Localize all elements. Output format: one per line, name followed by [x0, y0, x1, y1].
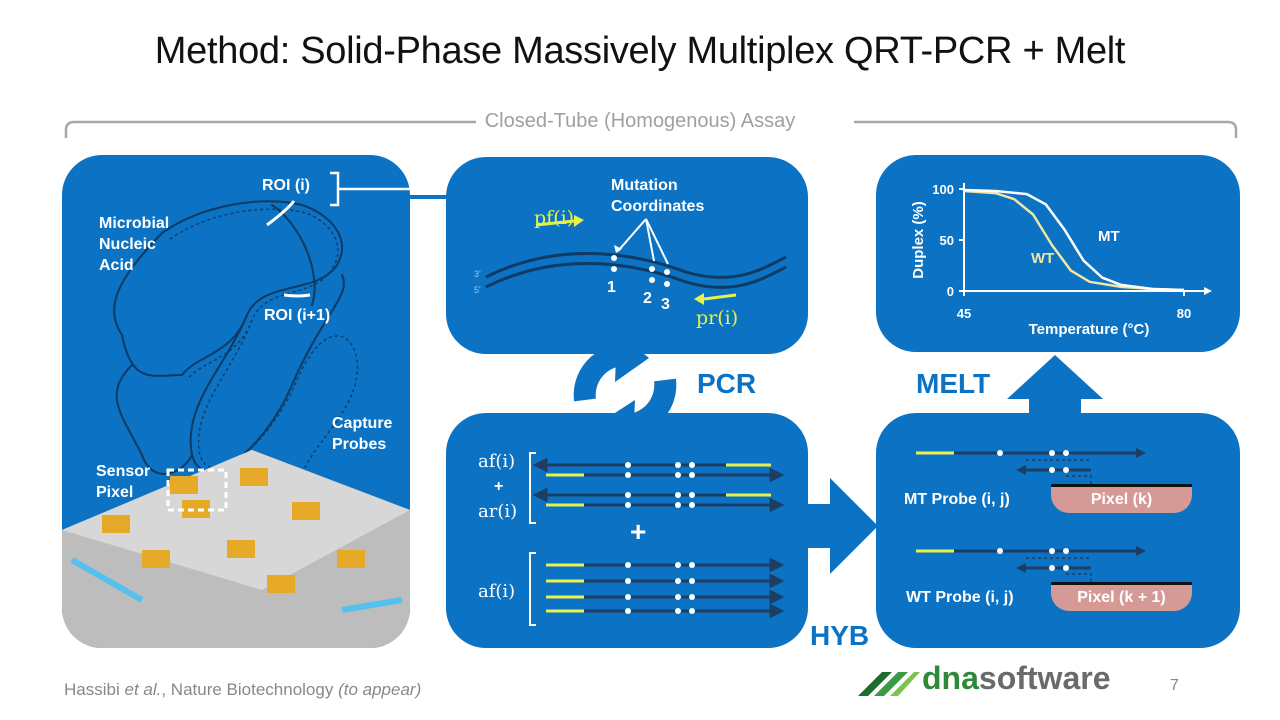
sensor-chip	[62, 450, 410, 648]
wt-probe-label: WT Probe (i, j)	[906, 589, 1014, 606]
mutation-site	[625, 594, 631, 600]
ar-label: ar(i)	[478, 501, 518, 522]
mutation-site	[689, 492, 695, 498]
sensor-pixel-label: Sensor Pixel	[96, 463, 151, 501]
logo-mark-icon	[858, 671, 920, 696]
y-axis-label: Duplex (%)	[910, 201, 927, 279]
mutation-site	[675, 462, 681, 468]
mutation-site	[689, 472, 695, 478]
citation-status: (to appear)	[338, 680, 422, 699]
y-tick-label: 50	[940, 233, 954, 248]
probe-strands	[916, 448, 1146, 583]
pixel-k1: Pixel (k + 1)	[1051, 582, 1192, 611]
mutation-site	[625, 562, 631, 568]
mutation-site	[675, 594, 681, 600]
pf-label: pf(i)	[534, 207, 575, 229]
melt-curve-mt	[963, 188, 1185, 292]
x-axis-arrow	[1204, 287, 1212, 295]
mutation-site	[689, 578, 695, 584]
mutation-site	[675, 472, 681, 478]
y-tick-label: 100	[932, 182, 954, 197]
pcr-panel: Mutation Coordinates pf(i) pr(i) 1 2 3 3…	[446, 157, 808, 354]
melt-label: MELT	[916, 368, 991, 399]
mutation-site	[675, 562, 681, 568]
mutation-site	[625, 472, 631, 478]
af-label-1: af(i)	[478, 451, 516, 472]
pr-label: pr(i)	[696, 307, 739, 329]
strand-arrowhead	[769, 467, 785, 483]
strand-arrowhead	[769, 557, 785, 573]
melt-curve-wt	[963, 189, 1185, 292]
strand-arrowhead	[532, 457, 548, 473]
mutation-site	[689, 502, 695, 508]
hybridization-panel: MT Probe (i, j) Pixel (k) WT Probe (i, j…	[876, 413, 1240, 648]
x-tick-label: 80	[1177, 306, 1191, 321]
pcr-label: PCR	[697, 368, 757, 399]
series-label-mt: MT	[1098, 228, 1120, 245]
strand-arrowhead	[532, 487, 548, 503]
hyb-right-arrow	[806, 478, 878, 574]
coord-2: 2	[643, 290, 652, 307]
assay-label: Closed-Tube (Homogenous) Assay	[484, 110, 796, 132]
plus-small: +	[494, 478, 504, 495]
nucleic-acid-strand	[113, 200, 359, 476]
strand-arrowhead	[769, 589, 785, 605]
microbial-capture-panel: ROI (i) ROI (i+1) Microbial Nucleic Acid…	[62, 155, 410, 648]
citation-etal: et al.	[124, 680, 162, 699]
mutation-site	[625, 608, 631, 614]
coord-3: 3	[661, 296, 670, 313]
amplicon-panel: af(i) + ar(i) + af(i)	[446, 413, 808, 648]
melt-up-arrow	[1007, 355, 1103, 415]
strand-arrowhead	[769, 497, 785, 513]
mutation-site	[675, 492, 681, 498]
x-tick-label: 45	[957, 306, 971, 321]
citation-author: Hassibi	[64, 680, 120, 699]
mutation-site	[689, 594, 695, 600]
mutation-site	[689, 462, 695, 468]
page-title: Method: Solid-Phase Massively Multiplex …	[154, 30, 1126, 72]
pixel-k: Pixel (k)	[1051, 484, 1192, 513]
coord-1: 1	[607, 279, 616, 296]
mutation-site	[625, 578, 631, 584]
logo-software: software	[978, 660, 1111, 696]
strand-end-5: 5'	[474, 285, 481, 295]
dna-strands	[485, 215, 787, 305]
mutation-site	[625, 462, 631, 468]
citation-journal: , Nature Biotechnology	[161, 680, 334, 699]
hyb-label: HYB	[810, 620, 870, 651]
mutation-coords-label: Mutation Coordinates	[611, 177, 705, 215]
mutation-site	[625, 492, 631, 498]
mutation-site	[675, 578, 681, 584]
connector-line	[404, 195, 450, 199]
y-tick-label: 0	[947, 284, 954, 299]
mutation-site	[675, 608, 681, 614]
citation: Hassibi et al., Nature Biotechnology (to…	[64, 680, 421, 700]
mutation-site	[625, 502, 631, 508]
plus-big: +	[630, 516, 647, 547]
mt-probe-label: MT Probe (i, j)	[904, 491, 1010, 508]
capture-probes-label: Capture Probes	[332, 415, 393, 453]
mutation-site	[675, 502, 681, 508]
roi-i-label: ROI (i)	[262, 177, 310, 194]
mutation-site	[689, 562, 695, 568]
af-label-2: af(i)	[478, 581, 516, 602]
strand-arrowhead	[769, 603, 785, 619]
roi-i1-label: ROI (i+1)	[264, 307, 331, 324]
strand-end-3: 3'	[474, 269, 481, 279]
assay-bracket	[64, 120, 1238, 138]
microbial-label: Microbial Nucleic Acid	[99, 215, 170, 274]
strand-arrowhead	[769, 573, 785, 589]
amplicon-strands	[529, 452, 785, 626]
page-number: 7	[1170, 677, 1179, 694]
logo-dna: dna	[922, 660, 979, 696]
series-label-wt: WT	[1031, 250, 1054, 267]
x-axis-label: Temperature (°C)	[1029, 321, 1150, 338]
mutation-site	[689, 608, 695, 614]
roi-bracket	[330, 171, 410, 207]
